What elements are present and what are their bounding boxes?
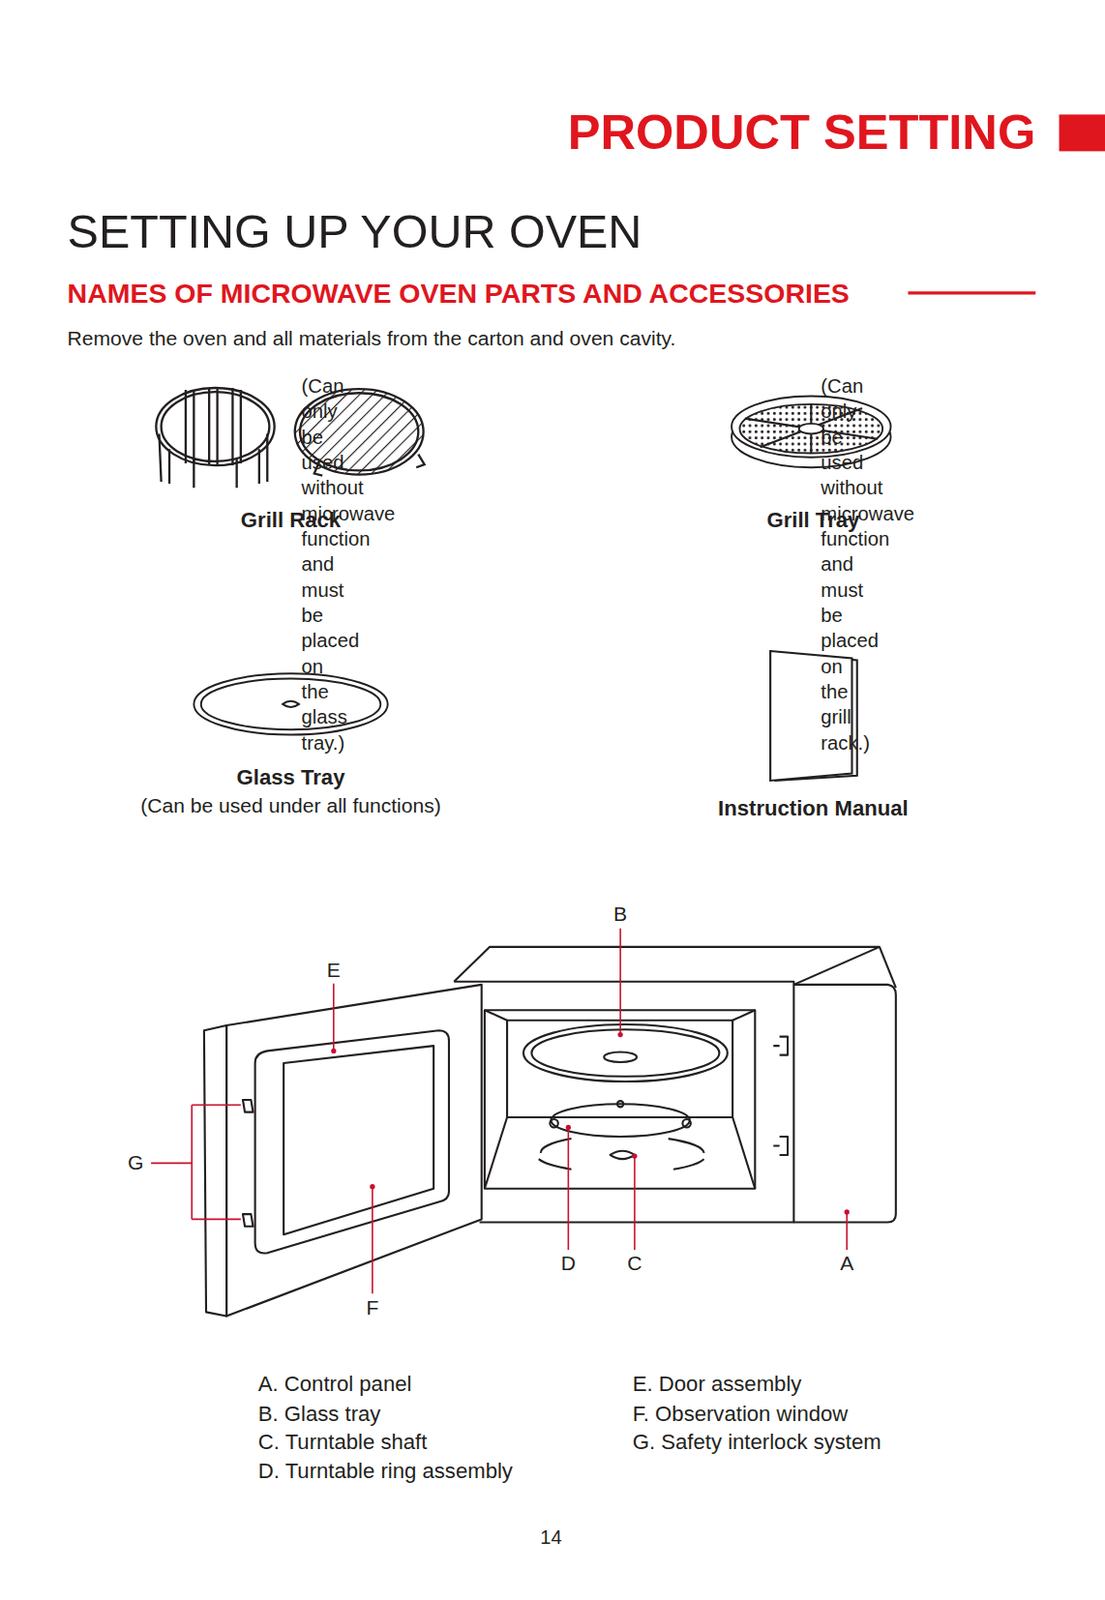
- accessory-name: Grill Tray: [766, 506, 860, 535]
- part-key: F. Observation window: [632, 1400, 849, 1429]
- callout-letter: F: [365, 1294, 379, 1321]
- leader-lines: [150, 928, 847, 1295]
- grill-rack-tall: [155, 388, 274, 488]
- part-key: D. Turntable ring assembly: [258, 1457, 513, 1486]
- accessory-name: Glass Tray: [237, 763, 346, 792]
- callout-letter: G: [127, 1149, 144, 1176]
- accessory-note: (Can only be used without microwave func…: [820, 373, 822, 756]
- accessory-name: Grill Rack: [240, 506, 341, 535]
- part-key: A. Control panel: [258, 1371, 413, 1400]
- page-title: SETTING UP YOUR OVEN: [67, 202, 643, 264]
- header-block: [1059, 114, 1105, 151]
- glass-tray-picture: [193, 673, 388, 735]
- manual-picture: [770, 651, 858, 781]
- microwave-oven: [204, 947, 896, 1317]
- callout-letter: E: [327, 956, 341, 984]
- callout-letter: C: [627, 1251, 642, 1278]
- section-header: PRODUCT SETTING: [567, 100, 1037, 165]
- callout-letter: D: [561, 1251, 576, 1278]
- grill-tray: [731, 395, 891, 468]
- page-number: 14: [539, 1524, 562, 1551]
- callout-letter: A: [839, 1251, 854, 1278]
- part-key: G. Safety interlock system: [632, 1429, 882, 1458]
- accessory-name: Instruction Manual: [717, 795, 909, 824]
- part-key: E. Door assembly: [632, 1371, 803, 1400]
- grill-rack-low: [295, 388, 425, 477]
- heading-rule: [907, 291, 1036, 295]
- accessory-note: (Can be used under all functions): [140, 792, 442, 819]
- part-key: B. Glass tray: [258, 1400, 382, 1429]
- leader-dots: [330, 1032, 850, 1216]
- part-key: C. Turntable shaft: [258, 1429, 428, 1458]
- callout-letter: B: [613, 900, 628, 927]
- accessory-note: (Can only be used without microwave func…: [301, 373, 303, 756]
- instruction-note: Remove the oven and all materials from t…: [67, 325, 677, 352]
- subheading: NAMES OF MICROWAVE OVEN PARTS AND ACCESS…: [67, 274, 850, 311]
